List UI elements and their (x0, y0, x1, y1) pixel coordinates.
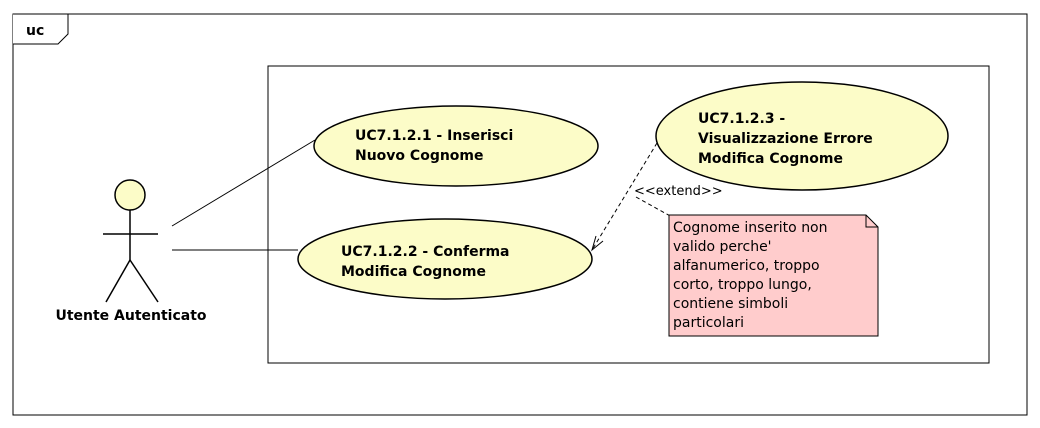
use-case-text: UC7.1.2.2 - Conferma (341, 244, 510, 260)
use-case-ellipse (655, 81, 949, 191)
frame-tab (13, 13, 69, 45)
use-case-ellipse (313, 105, 599, 187)
use-case-ellipse (297, 218, 593, 300)
actor-name: Utente Autenticato (55, 308, 206, 324)
note-line: corto, troppo lungo, (673, 277, 812, 293)
association-uc1 (171, 139, 316, 227)
note-line: valido perche' (673, 239, 772, 255)
frame-label: uc (26, 23, 44, 39)
note[interactable]: Cognome inserito non valido perche' alfa… (668, 214, 879, 337)
use-case-text: Modifica Cognome (698, 151, 843, 167)
use-case-text: Modifica Cognome (341, 264, 486, 280)
actor[interactable]: Utente Autenticato (55, 179, 207, 324)
use-case-uc2[interactable]: UC7.1.2.2 - Conferma Modifica Cognome (297, 218, 593, 300)
extend-label: <<extend>> (634, 184, 723, 199)
use-case-text: Nuovo Cognome (355, 148, 484, 164)
actor-right-leg (129, 259, 159, 303)
note-fold (865, 215, 878, 228)
use-case-uc1[interactable]: UC7.1.2.1 - Inserisci Nuovo Cognome (313, 105, 599, 187)
actor-left-leg (105, 259, 131, 303)
use-case-uc3[interactable]: UC7.1.2.3 - Visualizzazione Errore Modif… (655, 81, 949, 191)
note-line: particolari (673, 315, 744, 331)
note-line: contiene simboli (673, 296, 788, 312)
actor-head (114, 179, 146, 211)
note-line: Cognome inserito non (673, 220, 828, 236)
note-body (668, 214, 879, 337)
extend-arrowhead (591, 235, 604, 252)
use-case-text: UC7.1.2.1 - Inserisci (355, 128, 513, 144)
use-case-text: UC7.1.2.3 - (698, 111, 785, 127)
note-line: alfanumerico, troppo (673, 258, 820, 274)
use-case-text: Visualizzazione Errore (698, 131, 873, 147)
